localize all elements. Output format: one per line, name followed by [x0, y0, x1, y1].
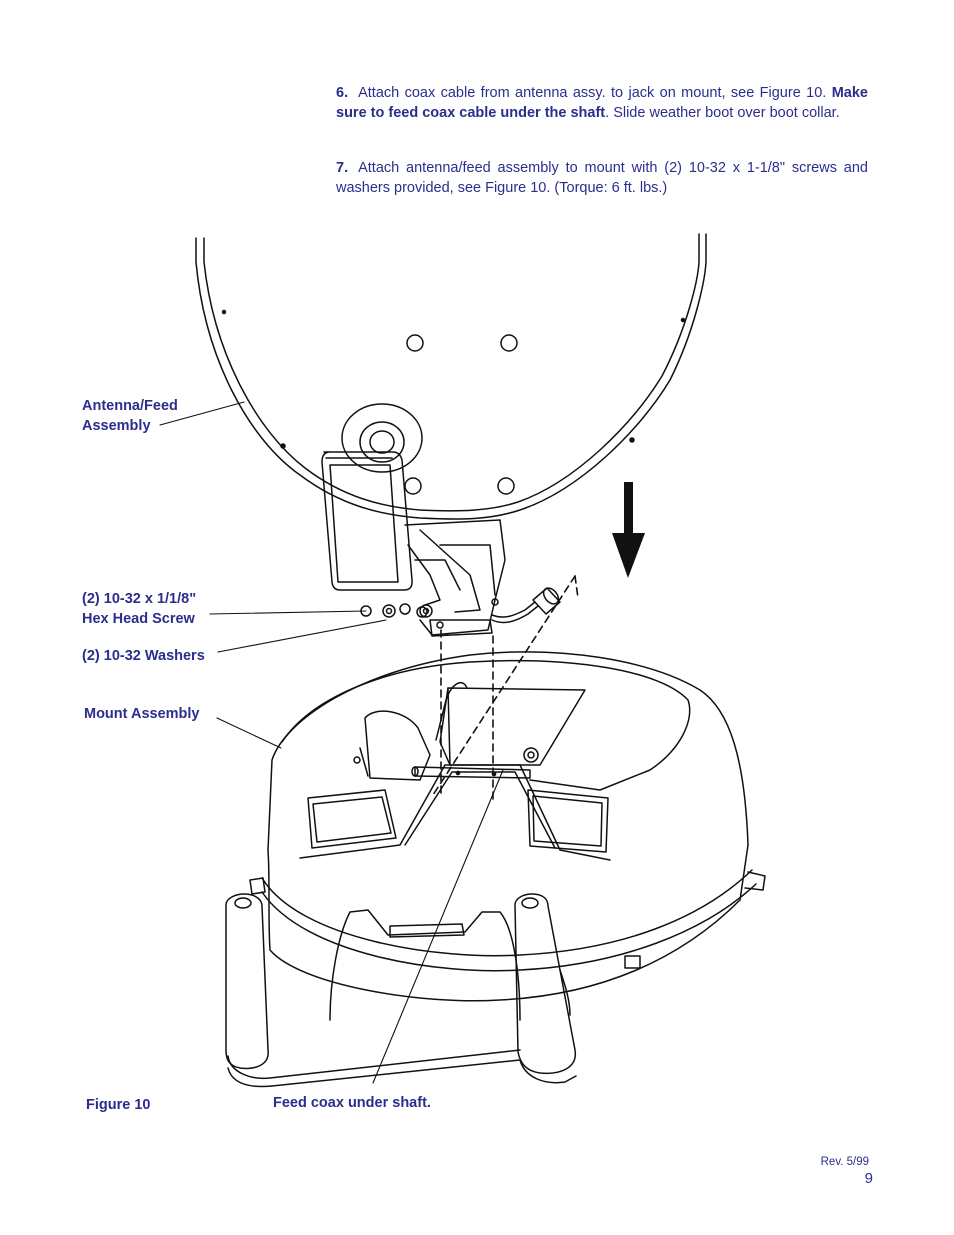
step-6-number: 6. — [336, 85, 349, 101]
label-washers: (2) 10-32 Washers — [82, 648, 205, 664]
step-7: 7.Attach antenna/feed assembly to mount … — [336, 159, 868, 198]
antenna-bracket — [404, 519, 506, 637]
step-6: 6. Attach coax cable from antenna assy. t… — [336, 84, 868, 123]
screws-and-washers — [360, 603, 433, 618]
revision-note: Rev. 5/99 — [820, 1156, 869, 1168]
label-screw-line1: (2) 10-32 x 1/1/8" — [82, 591, 197, 607]
label-hex-head-screw: (2) 10-32 x 1/1/8" Hex Head Screw — [82, 590, 196, 629]
down-arrow-icon — [612, 482, 645, 578]
label-screw-line2: Hex Head Screw — [82, 610, 195, 627]
feed-horn — [321, 403, 423, 591]
coax-cable — [491, 587, 561, 624]
label-antenna-line1: Antenna/Feed — [82, 398, 178, 414]
leader-lines — [159, 401, 504, 1084]
step-7-text: Attach antenna/feed assembly to mount wi… — [336, 160, 868, 196]
step-6-text: Attach coax cable from antenna assy. to … — [358, 85, 827, 101]
label-mount-assembly: Mount Assembly — [84, 706, 200, 722]
label-antenna-line2: Assembly — [82, 417, 151, 434]
figure-caption: Figure 10 — [86, 1097, 151, 1113]
step-6-text-after: . Slide weather boot over boot collar. — [605, 104, 840, 121]
label-antenna-feed-assembly: Antenna/Feed Assembly — [82, 397, 178, 436]
label-feed-coax: Feed coax under shaft. — [273, 1095, 431, 1111]
mount-assembly — [225, 651, 766, 1088]
antenna-dish — [195, 233, 707, 520]
step-7-number: 7. — [336, 160, 349, 176]
page-number: 9 — [864, 1170, 873, 1187]
step-6-emphasis: Make sure to feed coax cable under the s… — [336, 85, 868, 121]
